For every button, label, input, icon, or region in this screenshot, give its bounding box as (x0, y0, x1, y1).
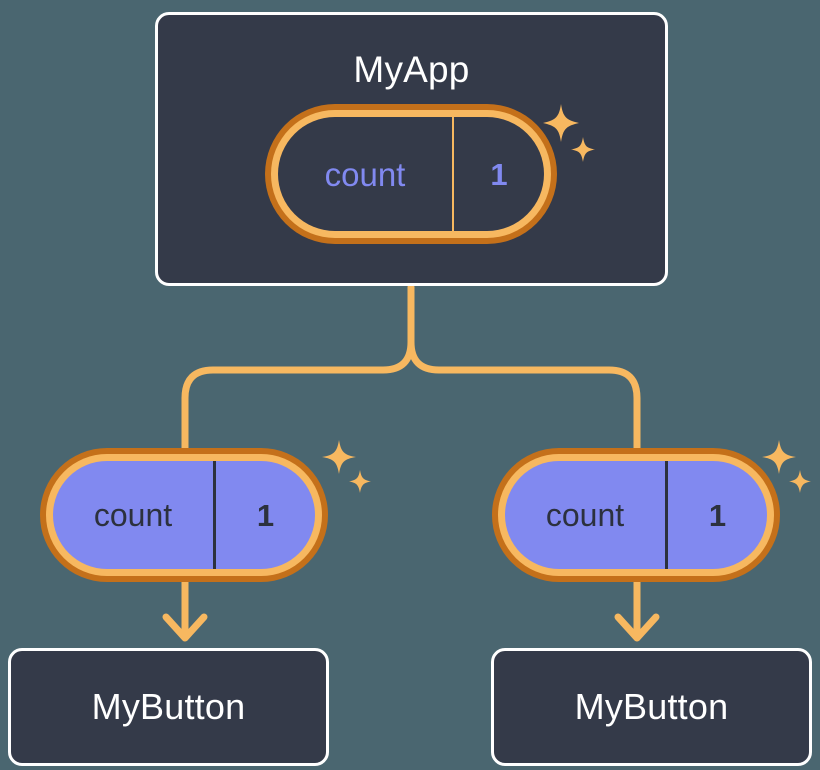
component-title-mybutton-left: MyButton (91, 686, 246, 727)
state-pill-core: count 1 (278, 117, 544, 231)
state-pill-inner-ring: count 1 (46, 454, 322, 576)
component-title-myapp: MyApp (353, 49, 470, 90)
state-pill-value: 1 (665, 461, 767, 569)
state-pill-child-left[interactable]: count 1 (40, 448, 328, 582)
arrow-head-right-icon (614, 613, 660, 642)
state-pill-key: count (324, 155, 406, 193)
state-pill-key: count (93, 497, 173, 533)
state-pill-key: count (545, 497, 625, 533)
connector-tree-split-right (407, 338, 641, 456)
state-pill-value: 1 (213, 461, 315, 569)
state-pill-inner-ring: count 1 (271, 110, 551, 238)
state-pill-child-right[interactable]: count 1 (492, 448, 780, 582)
component-title-mybutton-right: MyButton (574, 686, 729, 727)
state-pill-myapp[interactable]: count 1 (265, 104, 557, 244)
connector-tree-split (181, 283, 415, 456)
state-pill-value: 1 (452, 117, 544, 231)
state-pill-core: count 1 (53, 461, 315, 569)
state-pill-inner-ring: count 1 (498, 454, 774, 576)
state-pill-core: count 1 (505, 461, 767, 569)
component-card-mybutton-right[interactable]: MyButton (491, 648, 812, 766)
arrow-head-left-icon (162, 613, 208, 642)
component-card-mybutton-left[interactable]: MyButton (8, 648, 329, 766)
